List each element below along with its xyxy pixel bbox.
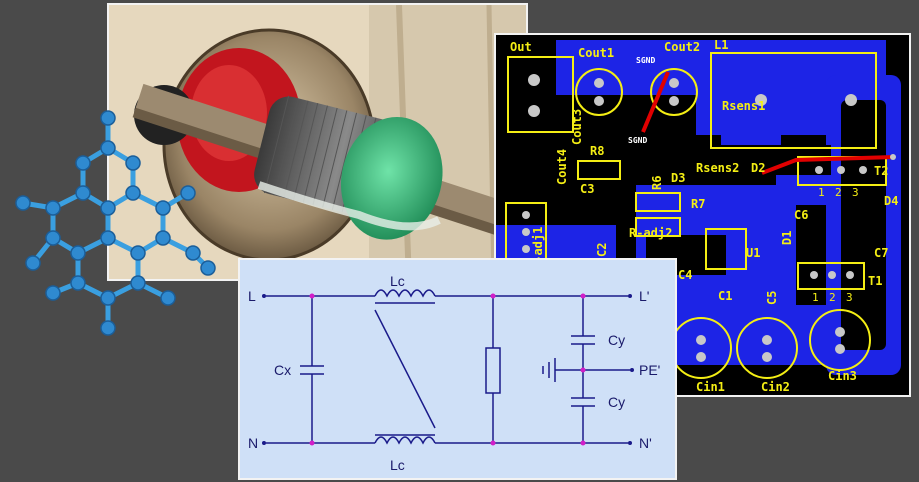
pcb-label-cin2: Cin2 xyxy=(761,380,790,394)
pcb-label-cin3: Cin3 xyxy=(828,369,857,383)
pcb-label-c5: C5 xyxy=(765,291,779,305)
emi-label-cx: Cx xyxy=(274,362,291,378)
emi-filter-schematic: L Lc L' Cx Cy PE' Cy N Lc N' xyxy=(238,258,677,480)
wafer-photo xyxy=(107,3,528,281)
pcb-label-c1: C1 xyxy=(718,289,732,303)
pcb-label-t1: T1 xyxy=(868,274,882,288)
pcb-label-c7: C7 xyxy=(874,246,888,260)
pcb-pin-t1-1: 1 xyxy=(812,291,819,304)
pcb-label-cout2: Cout2 xyxy=(664,40,700,54)
pcb-label-r8: R8 xyxy=(590,144,604,158)
pcb-label-sgnd-1: SGND xyxy=(636,56,655,65)
pcb-label-c3: C3 xyxy=(580,182,594,196)
pcb-label-r7: R7 xyxy=(691,197,705,211)
pcb-label-cout4: Cout4 xyxy=(555,149,569,185)
pcb-pin-t1-2: 2 xyxy=(829,291,836,304)
pcb-label-cout3: Cout3 xyxy=(570,109,584,145)
pcb-pin-t2-3: 3 xyxy=(852,186,859,199)
pcb-label-u1: U1 xyxy=(746,246,760,260)
pcb-label-out: Out xyxy=(510,40,532,54)
pcb-pin-t1-3: 3 xyxy=(846,291,853,304)
emi-label-n-prime: N' xyxy=(639,435,652,451)
emi-label-lc-bottom: Lc xyxy=(390,457,405,473)
pcb-label-d4: D4 xyxy=(884,194,898,208)
pcb-pin-t2-2: 2 xyxy=(835,186,842,199)
pcb-label-rsens2: Rsens2 xyxy=(696,161,739,175)
pcb-label-cout1: Cout1 xyxy=(578,46,614,60)
pcb-label-r-adj2: R-adj2 xyxy=(629,226,672,240)
pcb-label-c6: C6 xyxy=(794,208,808,222)
emi-label-cy-bottom: Cy xyxy=(608,394,625,410)
pcb-label-c4: C4 xyxy=(678,268,692,282)
pcb-label-sgnd-2: SGND xyxy=(628,136,647,145)
pcb-label-d1: D1 xyxy=(780,231,794,245)
pcb-label-l1: L1 xyxy=(714,38,728,52)
pcb-label-d2: D2 xyxy=(751,161,765,175)
emi-label-pe-prime: PE' xyxy=(639,362,660,378)
pcb-label-r6: R6 xyxy=(650,176,664,190)
pcb-pin-t2-1: 1 xyxy=(818,186,825,199)
pcb-label-t2: T2 xyxy=(874,164,888,178)
pcb-label-c2: C2 xyxy=(595,243,609,257)
emi-label-cy-top: Cy xyxy=(608,332,625,348)
pcb-label-rsens1: Rsens1 xyxy=(722,99,765,113)
emi-label-l: L xyxy=(248,288,256,304)
crystal-lattice-icon xyxy=(15,110,216,336)
emi-label-l-prime: L' xyxy=(639,288,649,304)
pcb-label-cin1: Cin1 xyxy=(696,380,725,394)
emi-label-lc-top: Lc xyxy=(390,273,405,289)
pcb-label-d3: D3 xyxy=(671,171,685,185)
emi-label-n: N xyxy=(248,435,258,451)
